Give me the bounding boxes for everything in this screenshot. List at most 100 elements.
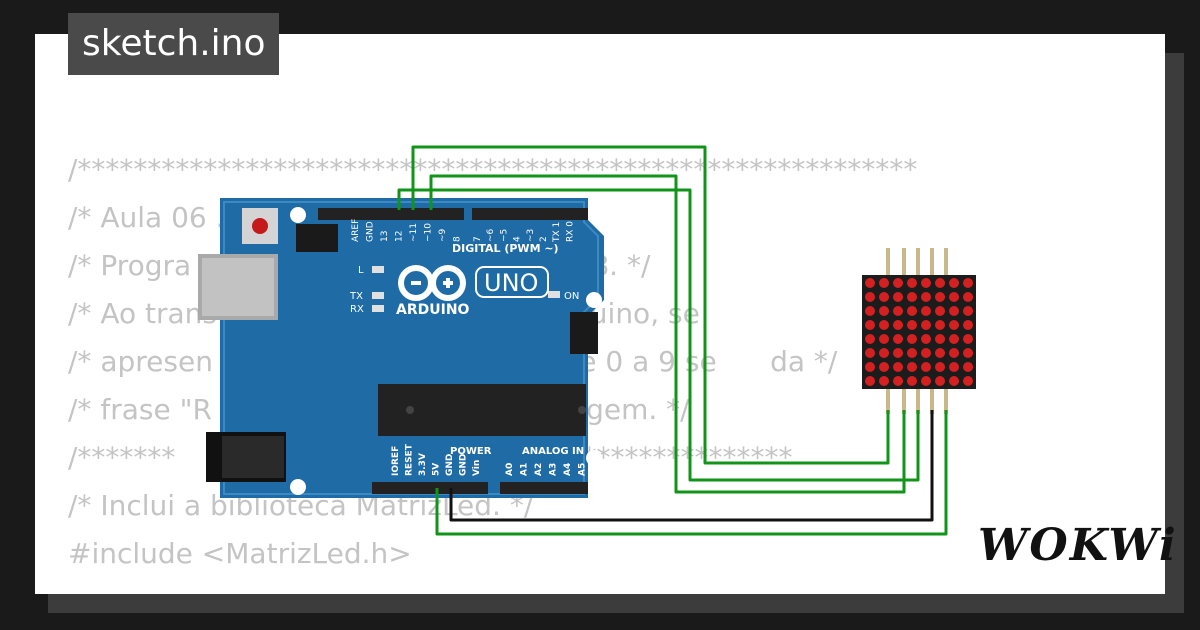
pin-label: 4 (513, 236, 523, 242)
microcontroller-chip (378, 384, 586, 436)
matrix-led (963, 278, 973, 288)
matrix-led (879, 362, 889, 372)
matrix-led (907, 278, 917, 288)
reset-button[interactable] (242, 208, 278, 244)
matrix-led (963, 306, 973, 316)
code-line: /***************************************… (68, 153, 918, 186)
matrix-led (963, 348, 973, 358)
icsp-header (296, 224, 338, 252)
matrix-pin (944, 388, 948, 414)
pin-label: GND (445, 454, 455, 476)
power-label: POWER (450, 446, 492, 457)
matrix-led (893, 348, 903, 358)
matrix-led (949, 348, 959, 358)
pin-label: AREF (351, 219, 361, 242)
matrix-led (865, 306, 875, 316)
pin-label: 2 (539, 236, 549, 242)
preview-card: /***************************************… (35, 34, 1165, 594)
matrix-led (907, 334, 917, 344)
pin-label: A3 (549, 463, 559, 476)
matrix-pin (930, 248, 934, 276)
matrix-led (879, 376, 889, 386)
matrix-led (879, 320, 889, 330)
wire-pin10-clk[interactable] (429, 174, 906, 494)
led-matrix-8x8[interactable] (862, 248, 976, 414)
matrix-pins (886, 248, 948, 414)
matrix-pin (886, 248, 890, 276)
matrix-dots (865, 278, 973, 386)
pin-label: A5 (578, 463, 588, 476)
status-leds (372, 266, 560, 312)
pin-label: 3.3V (418, 453, 428, 476)
pin-label: RESET (405, 443, 415, 476)
pin-label: Vin (472, 460, 482, 476)
matrix-led (935, 278, 945, 288)
matrix-led (893, 320, 903, 330)
icsp-header-2 (570, 312, 598, 354)
matrix-led (879, 348, 889, 358)
power-jack (206, 432, 286, 482)
matrix-led (893, 292, 903, 302)
matrix-led (949, 320, 959, 330)
pin-label: ~3 (526, 229, 536, 242)
wire-pin11-cs[interactable] (411, 145, 890, 465)
code-line: #include <MatrizLed.h> (68, 537, 412, 570)
matrix-led (963, 376, 973, 386)
wire-gnd-gnd[interactable] (449, 410, 934, 522)
matrix-led (949, 278, 959, 288)
matrix-led (907, 306, 917, 316)
mounting-hole (290, 479, 306, 495)
usb-connector (198, 254, 278, 320)
matrix-led (865, 348, 875, 358)
matrix-led (921, 292, 931, 302)
matrix-led (865, 320, 875, 330)
pin-label: A1 (520, 463, 530, 476)
sketch-filename-tab[interactable]: sketch.ino (68, 13, 280, 75)
matrix-pin (944, 248, 948, 276)
matrix-led (893, 334, 903, 344)
arduino-brand-label: ARDUINO (396, 302, 470, 318)
matrix-led (921, 278, 931, 288)
matrix-led (935, 348, 945, 358)
matrix-led (865, 362, 875, 372)
pin-label: 7 (473, 236, 483, 242)
matrix-led (963, 334, 973, 344)
matrix-pin (902, 388, 906, 414)
tx-led-label: TX (349, 291, 363, 302)
matrix-led (963, 362, 973, 372)
uno-badge (475, 266, 549, 298)
matrix-led (879, 306, 889, 316)
arduino-uno-board[interactable]: DIGITAL (PWM ~) ARDUINO UNO ON L TX RX P… (198, 198, 604, 498)
pin-label: A4 (563, 463, 573, 476)
matrix-led (893, 362, 903, 372)
matrix-led (935, 292, 945, 302)
matrix-led (935, 306, 945, 316)
matrix-led (907, 362, 917, 372)
mounting-hole (290, 207, 306, 223)
pin-label: IOREF (391, 446, 401, 476)
matrix-led (865, 278, 875, 288)
matrix-led (893, 306, 903, 316)
wire-pin12-din[interactable] (397, 188, 920, 482)
wire-5v-vcc[interactable] (435, 410, 948, 536)
pin-label: TX 1 (552, 222, 562, 243)
pin-label: 8 (453, 236, 463, 242)
matrix-led (921, 306, 931, 316)
matrix-led (893, 278, 903, 288)
pin-label: A2 (534, 463, 544, 476)
pin-label: A0 (505, 463, 515, 476)
matrix-led (921, 334, 931, 344)
matrix-pin (930, 388, 934, 414)
on-led-label: ON (564, 291, 579, 302)
matrix-pin (916, 388, 920, 414)
pin-label: GND (459, 454, 469, 476)
matrix-led (949, 362, 959, 372)
matrix-led (879, 278, 889, 288)
matrix-led (921, 362, 931, 372)
matrix-led (879, 292, 889, 302)
l-led-label: L (358, 265, 364, 276)
matrix-led (865, 376, 875, 386)
pin-label: 13 (380, 231, 390, 242)
pin-label: 12 (395, 231, 405, 242)
